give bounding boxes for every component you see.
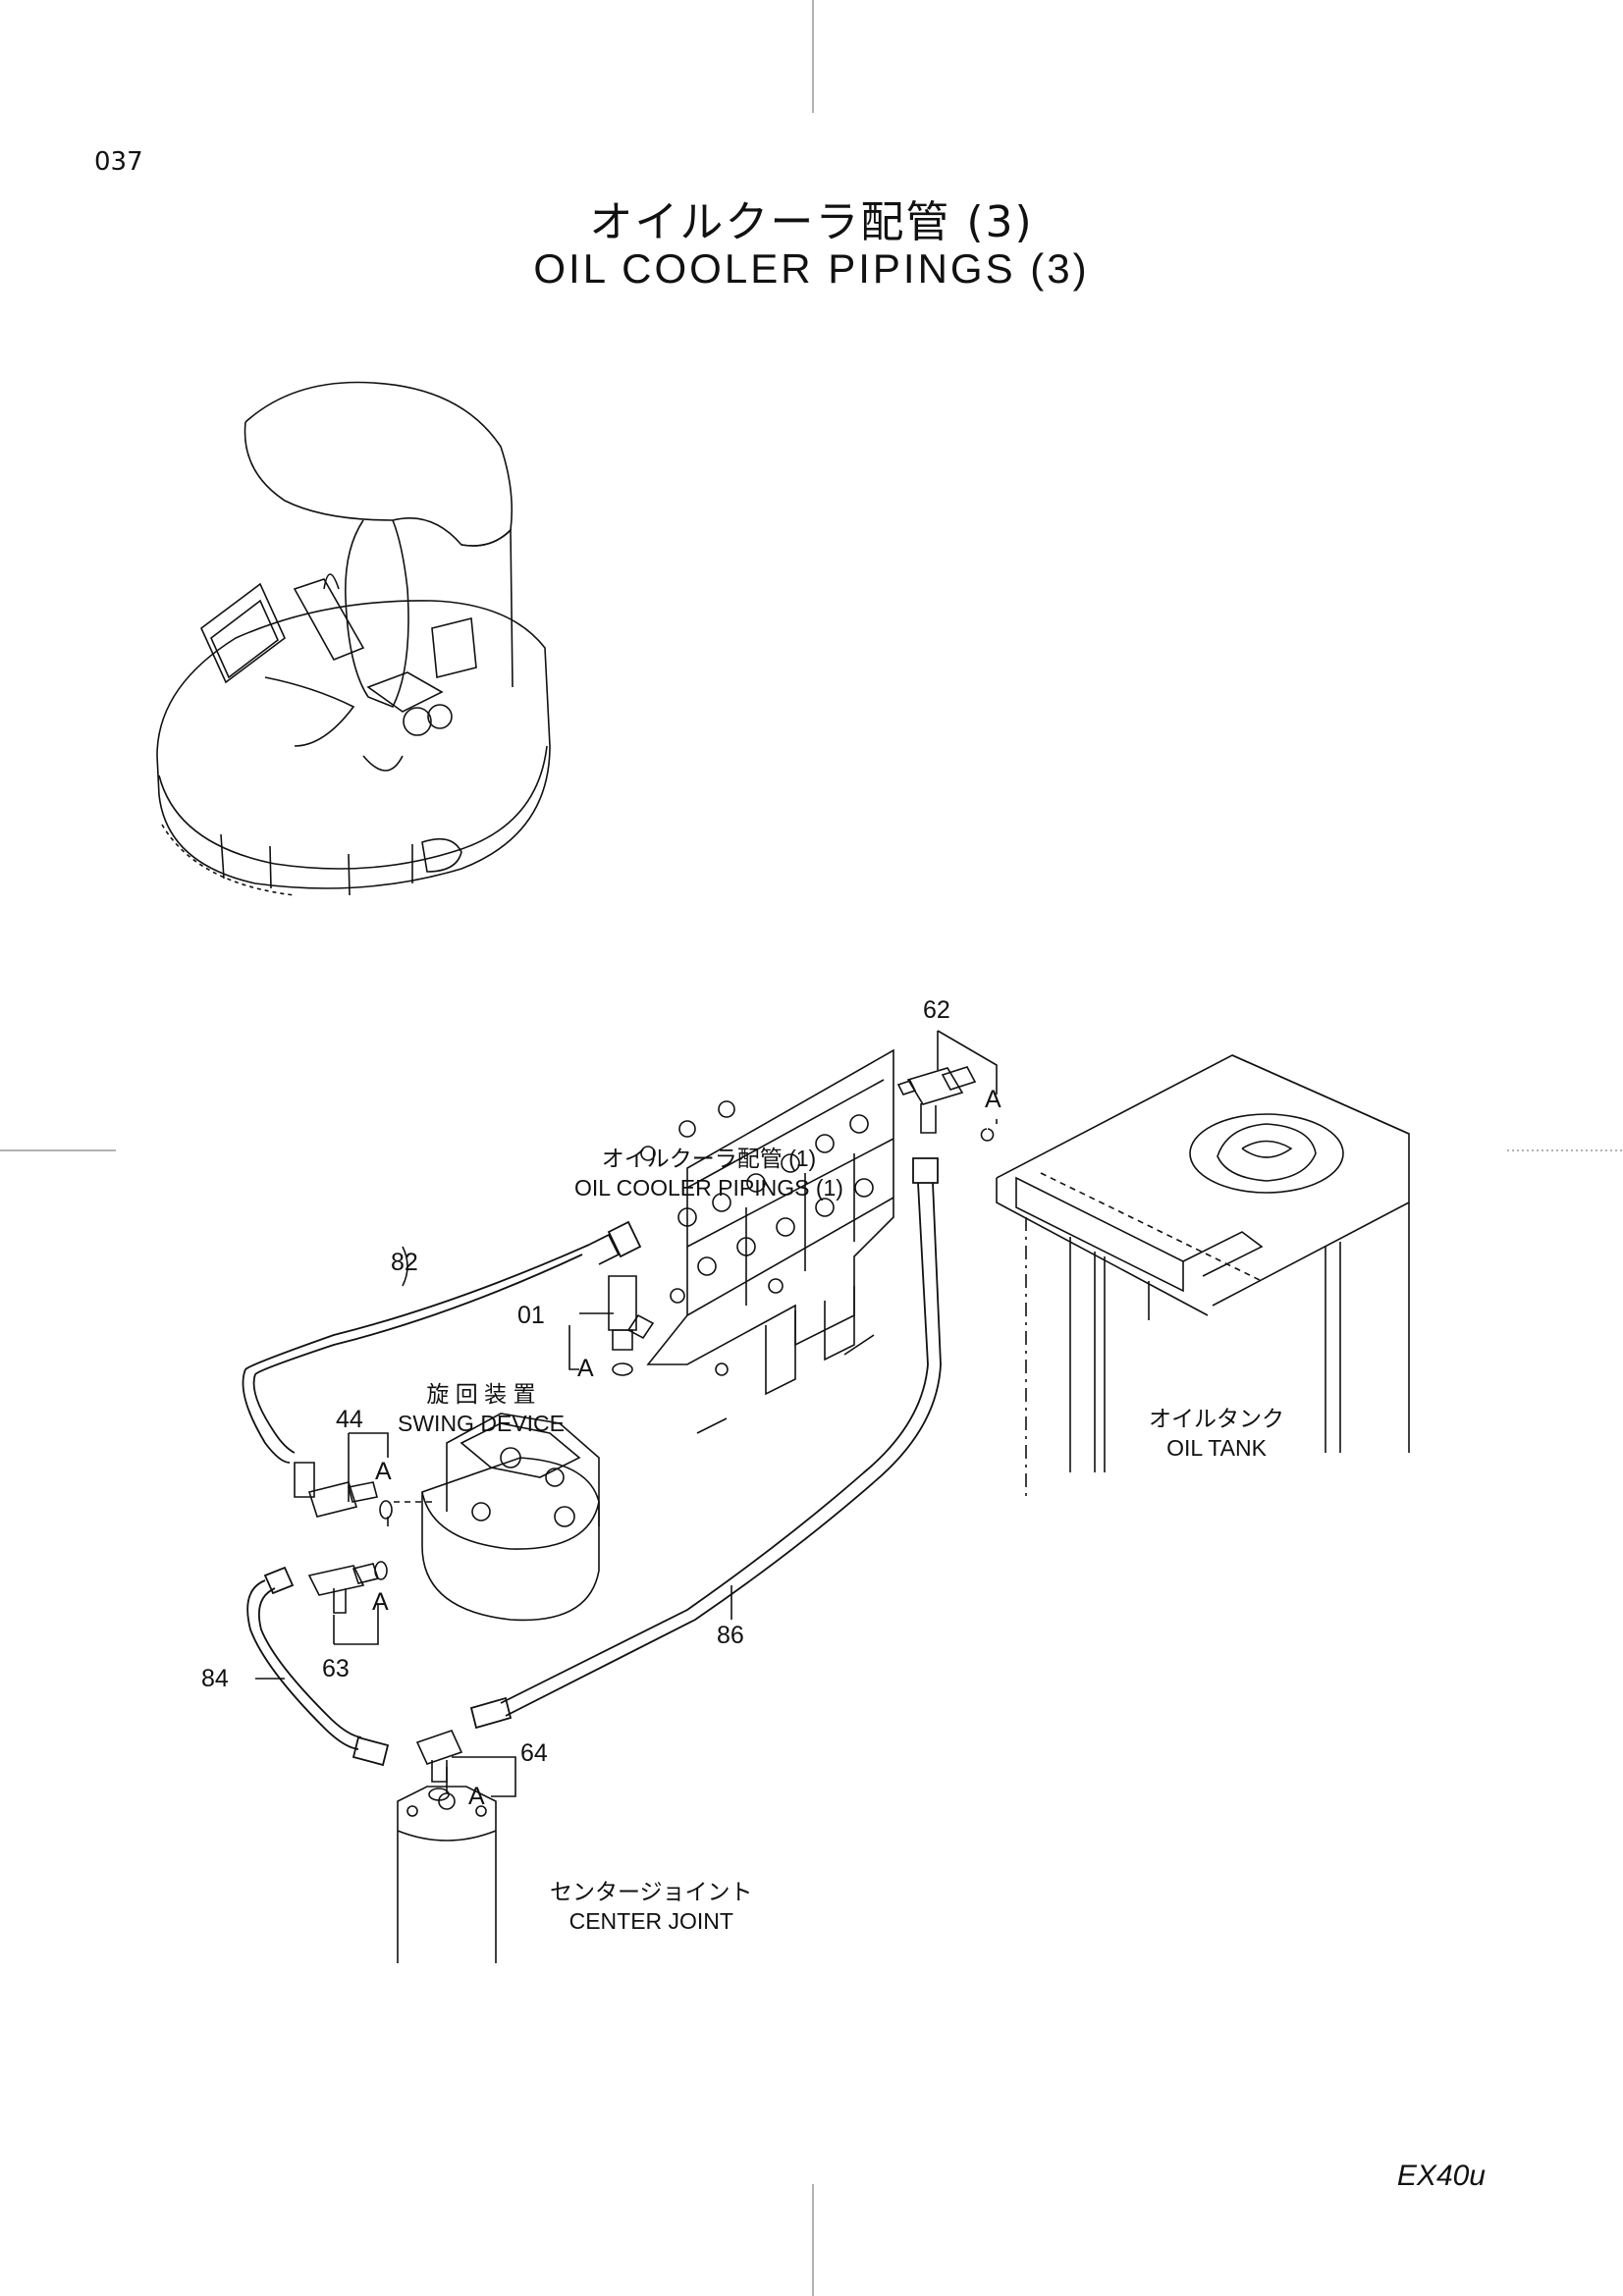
control-valve-block xyxy=(628,1050,893,1433)
swing-device-label-en: SWING DEVICE xyxy=(398,1411,565,1436)
fitting-62 xyxy=(898,1067,994,1141)
oil-tank-label-en: OIL TANK xyxy=(1166,1435,1267,1461)
hose-84 xyxy=(247,1568,388,1765)
part-number-86: 86 xyxy=(717,1622,744,1649)
center-joint xyxy=(398,1767,496,1963)
fitting-64 xyxy=(417,1731,461,1800)
part-number-44: 44 xyxy=(336,1406,363,1433)
part-number-82: 82 xyxy=(391,1249,418,1276)
fitting-44 xyxy=(295,1463,392,1519)
swing-device-label-jp: 旋 回 装 置 xyxy=(426,1381,536,1407)
hose-82 xyxy=(243,1222,641,1463)
oil-tank-label-jp: オイルタンク xyxy=(1149,1406,1284,1431)
oil-cooler-pipings-label: オイルクーラ配管 (1) OIL COOLER PIPINGS (1) xyxy=(574,1144,843,1202)
part-number-62: 62 xyxy=(923,996,950,1024)
page-number: 037 xyxy=(94,147,143,177)
page-title-en: OIL COOLER PIPINGS (3) xyxy=(533,245,1090,292)
connection-marker-a: A xyxy=(372,1588,389,1616)
oil-tank-label: オイルタンク OIL TANK xyxy=(1149,1404,1284,1463)
part-number-64: 64 xyxy=(520,1739,548,1767)
part-number-63: 63 xyxy=(322,1655,350,1682)
center-joint-label: センタージョイント CENTER JOINT xyxy=(550,1877,753,1936)
model-name: EX40u xyxy=(1396,2160,1486,2192)
part-number-01: 01 xyxy=(517,1302,545,1329)
machine-overview-illustration xyxy=(157,383,550,896)
oil-cooler-label-en: OIL COOLER PIPINGS (1) xyxy=(574,1175,843,1201)
connection-marker-a: A xyxy=(577,1355,594,1382)
connection-marker-a: A xyxy=(985,1086,1001,1113)
swing-device xyxy=(393,1414,599,1620)
connection-marker-a: A xyxy=(468,1783,485,1810)
oil-tank xyxy=(997,1055,1409,1497)
connection-marker-a: A xyxy=(375,1458,392,1485)
page-title-jp: オイルクーラ配管 (3) xyxy=(589,197,1034,247)
center-joint-label-jp: センタージョイント xyxy=(550,1879,753,1904)
center-joint-label-en: CENTER JOINT xyxy=(568,1908,733,1934)
leader-lines xyxy=(255,1031,997,1796)
swing-device-label: 旋 回 装 置 SWING DEVICE xyxy=(398,1379,565,1438)
fitting-63 xyxy=(309,1562,387,1613)
oil-cooler-label-jp: オイルクーラ配管 (1) xyxy=(601,1146,817,1171)
part-number-84: 84 xyxy=(201,1665,229,1692)
fitting-01 xyxy=(609,1276,636,1375)
hose-86 xyxy=(471,1158,941,1728)
